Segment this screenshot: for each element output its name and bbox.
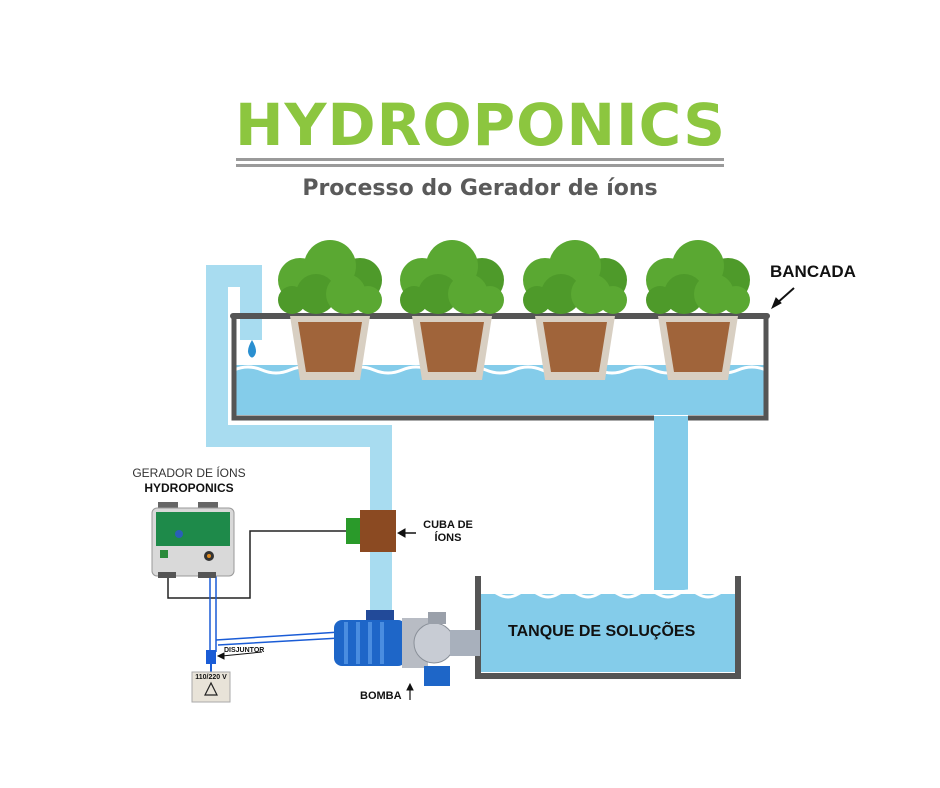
return-pipe — [654, 416, 688, 590]
title-rule-top — [236, 158, 724, 161]
leaf — [599, 286, 627, 314]
cuba-label-line2: ÍONS — [434, 532, 462, 544]
plants — [278, 240, 750, 380]
page-title: HYDROPONICS — [235, 91, 727, 159]
clay-pebbles — [298, 322, 362, 372]
leaf — [418, 274, 458, 314]
leaf — [664, 274, 704, 314]
clay-pebbles — [420, 322, 484, 372]
leaf — [278, 286, 306, 314]
cuba-label-line1: CUBA DE — [423, 519, 473, 531]
leaf — [541, 274, 581, 314]
title-rule-bottom — [236, 164, 724, 167]
supply-pipe — [206, 265, 392, 625]
wires — [167, 530, 346, 672]
bancada-label: BANCADA — [770, 262, 856, 281]
cuba-de-ions — [346, 510, 396, 552]
plant-4 — [646, 240, 750, 380]
generator-label-line2: HYDROPONICS — [144, 481, 234, 495]
page-subtitle: Processo do Gerador de íons — [302, 176, 658, 201]
water-drop-icon — [248, 340, 256, 358]
leaf — [296, 274, 336, 314]
disjuntor-label: DISJUNTOR — [224, 647, 265, 654]
leaf — [523, 286, 551, 314]
bomba-label: BOMBA — [360, 690, 402, 702]
plant-3 — [523, 240, 627, 380]
arrows — [216, 287, 795, 700]
breaker-icon — [206, 650, 216, 664]
clay-pebbles — [543, 322, 607, 372]
leaf — [646, 286, 674, 314]
ion-generator-device — [151, 502, 235, 578]
plant-2 — [400, 240, 504, 380]
electric-hazard-icon — [204, 681, 218, 696]
clay-pebbles — [666, 322, 730, 372]
leaf — [476, 286, 504, 314]
power-box — [191, 671, 231, 703]
solution-tank — [475, 576, 741, 679]
leaf — [722, 286, 750, 314]
plant-1 — [278, 240, 382, 380]
leaf — [354, 286, 382, 314]
generator-label-line1: GERADOR DE ÍONS — [132, 466, 246, 480]
water-pump — [334, 610, 480, 686]
tank-label: TANQUE DE SOLUÇÕES — [508, 623, 696, 640]
leaf — [400, 286, 428, 314]
voltage-label: 110/220 V — [195, 674, 227, 681]
